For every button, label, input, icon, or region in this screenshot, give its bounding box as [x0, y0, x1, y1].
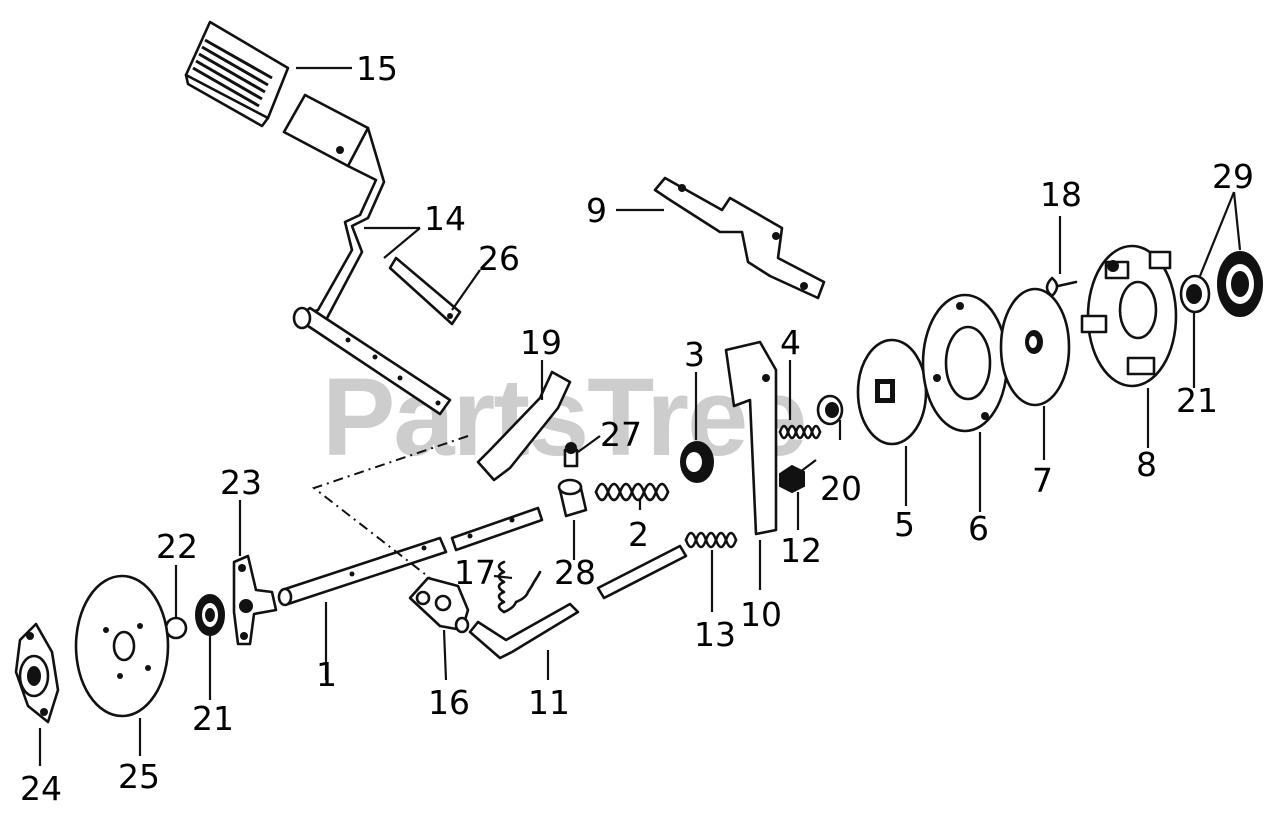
callout-9[interactable]: 9 [586, 191, 607, 230]
part-4-spring[interactable] [778, 424, 822, 440]
callout-13[interactable]: 13 [694, 615, 736, 654]
part-13-spring[interactable] [596, 531, 738, 600]
part-14-pedal-arm[interactable] [282, 93, 452, 416]
callout-3[interactable]: 3 [684, 335, 705, 374]
callout-15[interactable]: 15 [356, 49, 398, 88]
part-11-rod[interactable] [468, 602, 580, 660]
callout-2[interactable]: 2 [628, 515, 649, 554]
part-8-hub-studs[interactable] [1080, 244, 1178, 388]
leader-lines [38, 66, 1242, 766]
part-2-spring[interactable] [594, 482, 670, 502]
callout-6[interactable]: 6 [968, 509, 989, 548]
callout-21-right[interactable]: 21 [1176, 381, 1218, 420]
part-12-hex-nut[interactable] [779, 464, 805, 494]
part-27-grease-fitting[interactable] [563, 442, 579, 468]
callout-29[interactable]: 29 [1212, 157, 1254, 196]
part-22-ball[interactable] [164, 616, 188, 640]
part-18-clip[interactable] [1045, 276, 1078, 298]
part-17-spring[interactable] [497, 560, 542, 614]
callout-8[interactable]: 8 [1136, 445, 1157, 484]
part-5-pulley-hub[interactable] [856, 338, 928, 446]
part-23-arm[interactable] [232, 554, 278, 646]
part-1-main-shaft[interactable] [277, 506, 544, 607]
part-21-bearing-right[interactable] [1179, 274, 1211, 314]
callout-7[interactable]: 7 [1032, 461, 1053, 500]
callout-28[interactable]: 28 [554, 553, 596, 592]
part-10-plate[interactable] [724, 340, 778, 536]
part-3-washer[interactable] [680, 441, 714, 483]
callout-24[interactable]: 24 [20, 769, 62, 808]
assembly-centerline [311, 435, 469, 579]
part-24-flange-bearing[interactable] [14, 622, 60, 724]
callout-17[interactable]: 17 [454, 553, 496, 592]
callout-25[interactable]: 25 [118, 757, 160, 796]
part-20-nut[interactable] [816, 394, 844, 426]
part-15-pedal-pad[interactable] [184, 20, 290, 128]
callout-10[interactable]: 10 [740, 595, 782, 634]
callout-23[interactable]: 23 [220, 463, 262, 502]
part-19-link-arm[interactable] [476, 370, 572, 482]
part-9-mount-bracket[interactable] [653, 176, 826, 300]
callout-21-left[interactable]: 21 [192, 699, 234, 738]
callout-1[interactable]: 1 [316, 655, 337, 694]
callout-22[interactable]: 22 [156, 527, 198, 566]
callout-18[interactable]: 18 [1040, 175, 1082, 214]
callout-12[interactable]: 12 [780, 531, 822, 570]
callout-19[interactable]: 19 [520, 323, 562, 362]
callout-16[interactable]: 16 [428, 683, 470, 722]
part-7-disc[interactable] [999, 287, 1071, 407]
callout-labels: 15 14 26 9 19 27 3 4 20 2 12 10 13 28 17… [20, 49, 1254, 808]
callout-14[interactable]: 14 [424, 199, 466, 238]
part-29-bearing[interactable] [1217, 251, 1263, 317]
part-26-bracket[interactable] [388, 256, 462, 326]
part-21-bearing-left[interactable] [195, 594, 225, 636]
callout-26[interactable]: 26 [478, 239, 520, 278]
callout-5[interactable]: 5 [894, 505, 915, 544]
part-6-ring-plate[interactable] [921, 293, 1009, 433]
part-16-lever-plate[interactable] [408, 576, 470, 634]
part-25-pulley[interactable] [74, 574, 170, 718]
callout-20[interactable]: 20 [820, 469, 862, 508]
callout-27[interactable]: 27 [600, 415, 642, 454]
part-28-bushing[interactable] [557, 478, 588, 518]
callout-4[interactable]: 4 [780, 323, 801, 362]
callout-11[interactable]: 11 [528, 683, 570, 722]
